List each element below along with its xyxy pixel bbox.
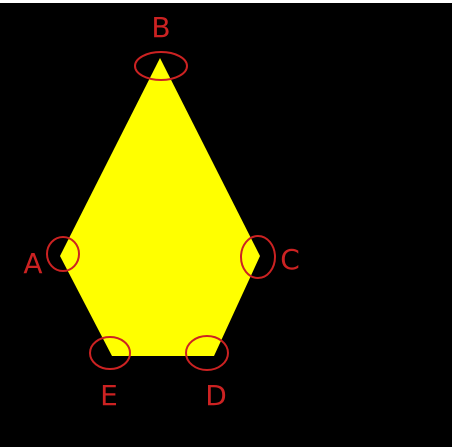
vertex-label-c: C — [280, 243, 300, 276]
vertex-label-b: B — [151, 11, 170, 44]
vertex-label-e: E — [100, 379, 118, 412]
pentagon-shape — [60, 58, 260, 356]
vertex-marker-e — [89, 336, 131, 370]
vertex-marker-c — [240, 235, 276, 279]
vertex-label-a: A — [23, 247, 42, 280]
vertex-marker-a — [46, 236, 80, 272]
vertex-marker-d — [185, 335, 229, 371]
vertex-label-d: D — [205, 379, 227, 412]
vertex-marker-b — [134, 51, 188, 81]
